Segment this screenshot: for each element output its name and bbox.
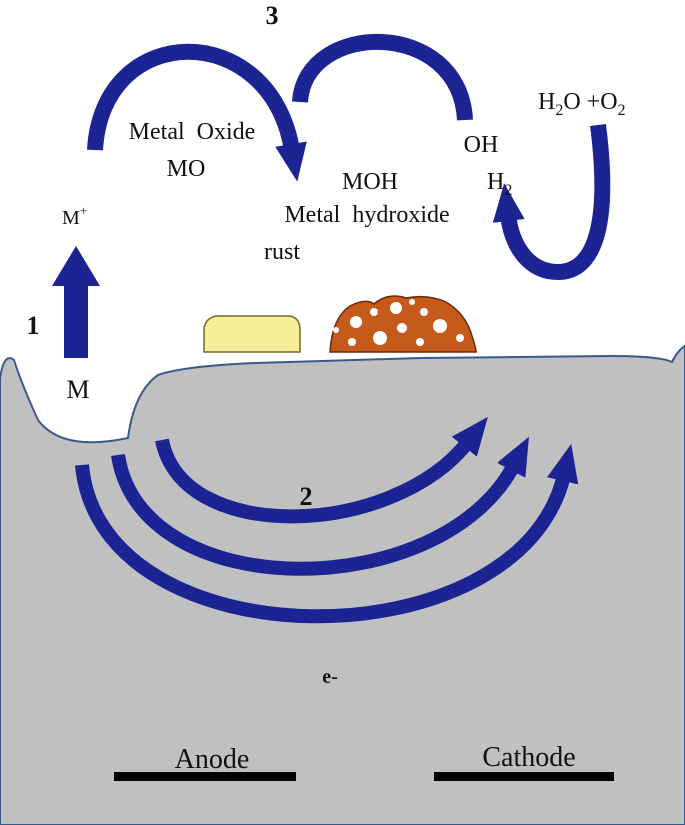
metal-hydroxide-label: Metal hydroxide: [284, 202, 449, 228]
hydrogen-label: H2: [487, 169, 512, 199]
step1-arrow-shaft: [64, 282, 88, 358]
water-oxygen-label: H2O +O2: [538, 89, 626, 119]
metal-oxide-label: Metal Oxide: [129, 119, 256, 145]
electron-arc-inner: [155, 416, 488, 524]
anode-label: Anode: [175, 744, 250, 775]
rust-label: rust: [264, 239, 300, 265]
electron-arc-outer: [75, 443, 579, 624]
step-number-2: 2: [300, 482, 313, 511]
step-number-1: 1: [27, 311, 40, 340]
electron-label: e-: [322, 666, 338, 688]
anode-bar: [114, 772, 296, 781]
hydroxide-ion-label: OH: [464, 132, 499, 158]
step1-arrow-head: [52, 246, 100, 286]
step3-arrow-left: [87, 43, 307, 182]
cathode-return-arrow: [492, 123, 611, 281]
moh-label: MOH: [342, 169, 398, 195]
electron-arc-middle: [111, 436, 530, 576]
mo-label: MO: [167, 156, 206, 182]
step3-arrow-right: [292, 33, 473, 121]
yellow-deposit: [203, 315, 301, 353]
rust-bubbles: [333, 299, 464, 346]
cathode-bar: [434, 772, 614, 781]
metal-ion-label: M+: [62, 203, 87, 229]
metal-label: M: [66, 375, 89, 404]
step-number-3: 3: [266, 1, 279, 30]
metal-body: [0, 344, 685, 825]
cathode-label: Cathode: [482, 742, 575, 773]
